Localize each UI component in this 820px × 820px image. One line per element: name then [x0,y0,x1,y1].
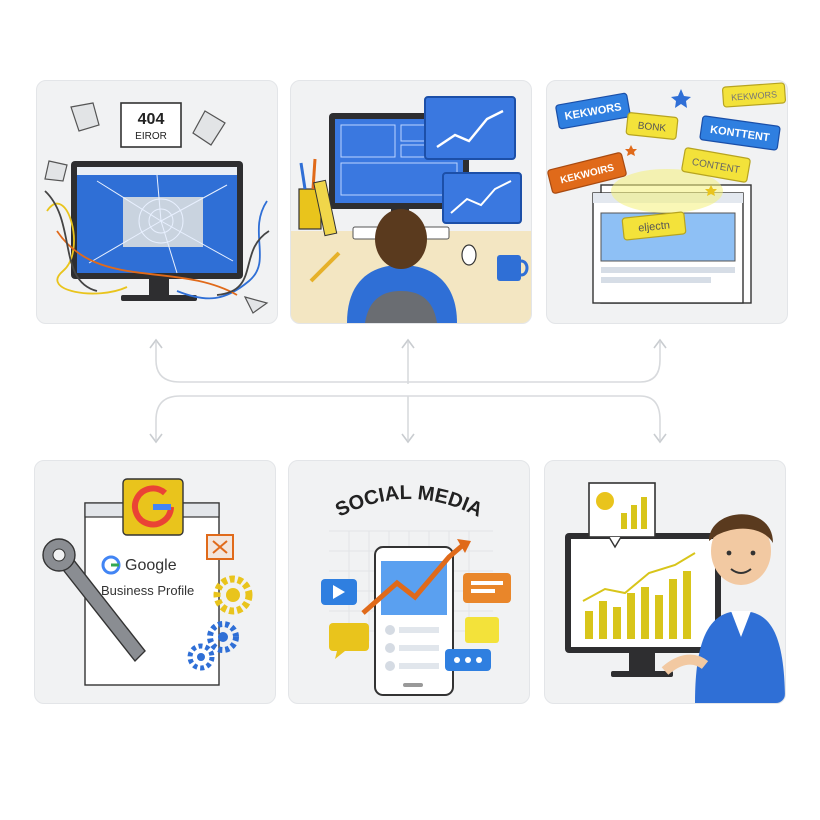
google-logo-icon [122,478,184,536]
wrench-icon [42,538,146,663]
cracked-monitor-icon [71,161,243,301]
gear-icon [213,575,253,615]
paper-scraps-icon [44,102,269,314]
message-bubble-icon [463,573,511,603]
mouse-icon [461,244,477,266]
pencil-icon [309,251,341,283]
glow-burst [611,169,723,213]
svg-text:BONK: BONK [637,121,667,135]
growth-chart-screen-icon [424,96,516,160]
tangled-cables-icon [44,190,270,300]
pencil-cup-icon [298,158,338,237]
google-business-profile-panel: Google Business Profile [34,460,276,704]
error-word: EIROR [135,131,167,142]
keyword-tag: KONTTENT [699,115,781,151]
note-bubble-icon [465,617,499,643]
sparkle-icon [625,89,717,196]
keyword-tag: KEKWORS [721,82,787,108]
svg-text:KEKWORS: KEKWORS [731,89,778,102]
social-media-panel: SOCIAL MEDIA [288,460,530,704]
video-play-icon [321,579,357,605]
web-designer-panel [290,80,532,324]
error-code: 404 [138,111,165,128]
analytics-presenter-panel [544,460,786,704]
presenter-person-icon [661,514,785,703]
keyword-tag: BONK [625,112,679,140]
gear-icon [207,621,239,653]
error-sign: 404 EIROR [120,102,182,148]
keyword-tag: KEKWORS [555,92,631,130]
close-box-icon [206,534,234,560]
gear-icon [187,643,215,671]
analytics-monitor-icon [565,533,721,677]
social-media-title: SOCIAL MEDIA [332,482,486,522]
business-profile-text: Business Profile [101,583,194,598]
chart-screen-icon [442,172,522,224]
designer-person-icon [347,209,457,323]
keywords-content-panel: KEKWORS KEKWOIRS BONK KONTTENT CONTENT K… [546,80,788,324]
google-g-icon [101,555,121,575]
arrow-head [457,539,471,553]
keyword-tag: CONTENT [681,147,751,183]
growth-arrow-icon [361,543,465,615]
coffee-mug-icon [497,255,529,281]
chat-bubble-icon [329,623,369,659]
keyword-tag: eljectn [621,211,687,241]
report-card-icon [588,482,656,549]
broken-website-panel: 404 EIROR [36,80,278,324]
svg-text:eljectn: eljectn [638,219,671,234]
typing-bubble-icon [445,649,491,671]
google-brand-text: Google [125,557,177,574]
